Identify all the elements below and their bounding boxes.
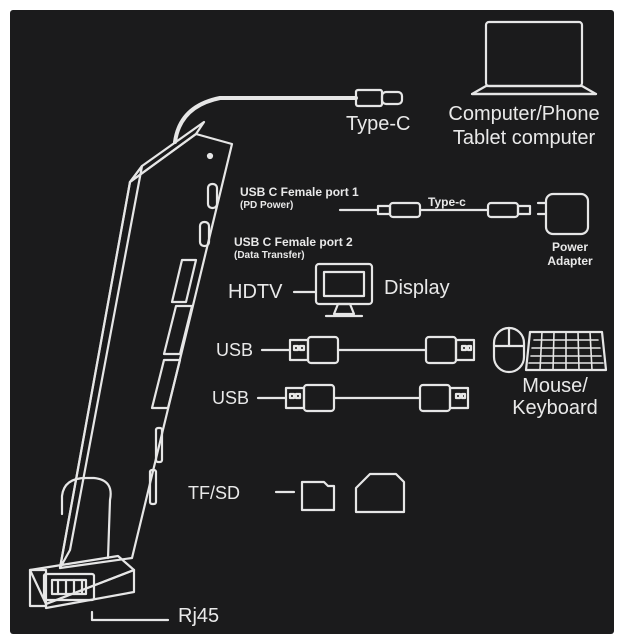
- sd-card-icon: [354, 472, 406, 514]
- power-adapter-icon: [536, 192, 590, 236]
- tf-card-icon: [300, 480, 336, 512]
- hub-device-icon: [28, 120, 234, 610]
- adapter-label: Adapter: [547, 254, 593, 268]
- mouse-label: Mouse/: [522, 375, 588, 397]
- hdtv-label: HDTV: [228, 281, 283, 303]
- hub-cable: [173, 96, 358, 144]
- usb-a-plug-icon: [418, 383, 470, 413]
- computer-label: Computer/Phone: [448, 103, 600, 125]
- tablet-label: Tablet computer: [452, 127, 596, 149]
- cable-type-c-label: Type-c: [428, 195, 466, 209]
- usbc-port1-label: USB C Female port 1: [240, 185, 359, 199]
- usbc-port1-note: (PD Power): [240, 200, 294, 211]
- usb-c-plug-icon: [376, 201, 422, 219]
- mouse-icon: [492, 326, 526, 374]
- laptop-icon: [470, 20, 598, 96]
- diagram-board: Type-C Computer/Phone Tablet computer US…: [10, 10, 614, 634]
- usbc-port2-label: USB C Female port 2: [234, 235, 353, 249]
- rj45-leader-line: [90, 610, 170, 622]
- keyboard-label: Keyboard: [512, 397, 598, 419]
- tfsd-label: TF/SD: [188, 483, 240, 503]
- display-label: Display: [384, 277, 450, 299]
- usbc-port2-note: (Data Transfer): [234, 250, 305, 261]
- usb-a-plug-icon: [424, 335, 476, 365]
- power-label: Power: [551, 240, 588, 254]
- keyboard-icon: [524, 330, 608, 372]
- monitor-icon: [314, 262, 374, 318]
- usb-c-plug-icon: [354, 88, 404, 108]
- usb-c-plug-icon: [486, 201, 532, 219]
- usb-a-plug-icon: [284, 383, 336, 413]
- diagram-artwork: [28, 20, 608, 622]
- usb-label-1: USB: [216, 340, 254, 360]
- type-c-label: Type-C: [346, 113, 411, 135]
- usb-a-plug-icon: [288, 335, 340, 365]
- usb-label-2: USB: [212, 388, 250, 408]
- rj45-label: Rj45: [178, 605, 220, 627]
